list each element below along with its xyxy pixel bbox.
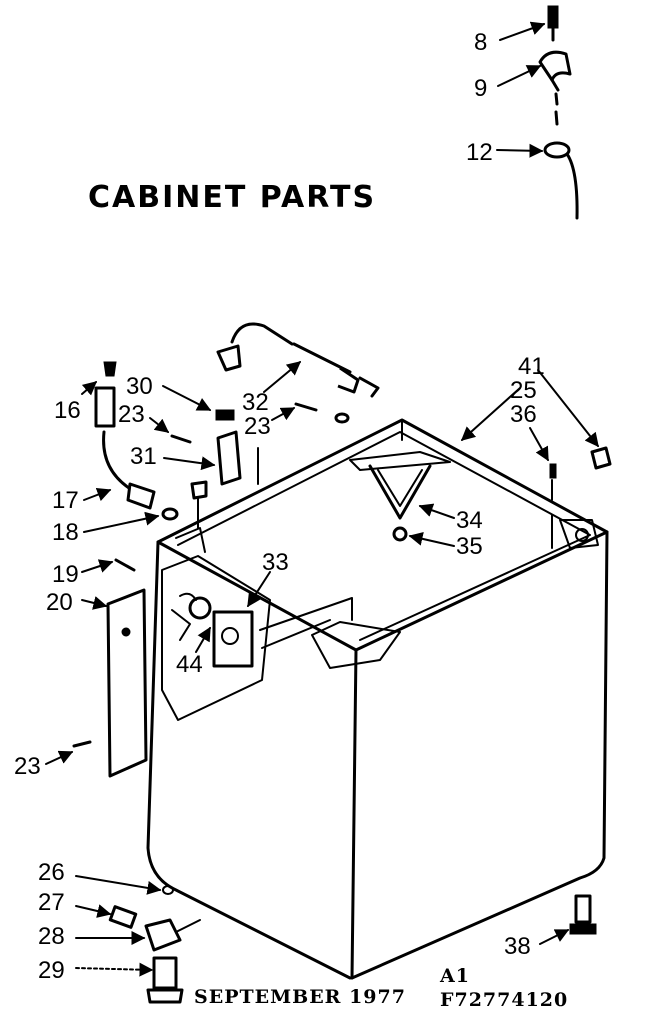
screw-23 xyxy=(294,402,350,424)
callout-28: 28 xyxy=(38,923,65,950)
side-panel-20 xyxy=(106,588,148,778)
footer-date: SEPTEMBER 1977 xyxy=(194,986,406,1008)
bracket-31 xyxy=(170,409,259,529)
clip-41 xyxy=(549,446,612,501)
callout-23-b: 23 xyxy=(244,413,271,440)
callout-labels: 8 9 12 16 30 32 23 23 31 17 18 19 20 33 … xyxy=(14,29,545,984)
leader-lines xyxy=(45,21,599,977)
clamp-9 xyxy=(538,50,572,92)
callout-32: 32 xyxy=(242,389,269,416)
callout-19: 19 xyxy=(52,561,79,588)
screw-23-lower xyxy=(72,740,92,748)
screw-8 xyxy=(547,5,559,42)
callout-8: 8 xyxy=(474,29,487,56)
callout-30: 30 xyxy=(126,373,153,400)
callout-17: 17 xyxy=(52,487,79,514)
callout-38: 38 xyxy=(504,933,531,960)
callout-23-c: 23 xyxy=(14,753,41,780)
callout-27: 27 xyxy=(38,889,65,916)
callout-34: 34 xyxy=(456,507,483,534)
callout-26: 26 xyxy=(38,859,65,886)
diagram-title: CABINET PARTS xyxy=(88,180,376,215)
callout-44: 44 xyxy=(176,651,203,678)
screw-19 xyxy=(114,558,136,572)
callout-9: 9 xyxy=(474,75,487,102)
foot-35 xyxy=(392,526,408,542)
callout-12: 12 xyxy=(466,139,493,166)
callout-25: 25 xyxy=(510,377,537,404)
callout-29: 29 xyxy=(38,957,65,984)
hose-32 xyxy=(216,322,380,398)
grommet-12 xyxy=(543,141,579,220)
callout-16: 16 xyxy=(54,397,81,424)
callout-23-a: 23 xyxy=(118,401,145,428)
callout-36: 36 xyxy=(510,401,537,428)
footer-part-number: F72774120 xyxy=(440,989,568,1011)
leveling-leg-28 xyxy=(108,885,201,1004)
leveling-foot-38 xyxy=(569,894,597,935)
callout-41: 41 xyxy=(518,353,545,380)
switch-33 xyxy=(171,592,254,668)
hose-17 xyxy=(94,361,179,521)
callout-31: 31 xyxy=(130,443,157,470)
callout-18: 18 xyxy=(52,519,79,546)
footer-revision: A1 xyxy=(439,965,470,987)
callout-20: 20 xyxy=(46,589,73,616)
callout-33: 33 xyxy=(262,549,289,576)
cabinet-body xyxy=(146,418,609,980)
callout-35: 35 xyxy=(456,533,483,560)
